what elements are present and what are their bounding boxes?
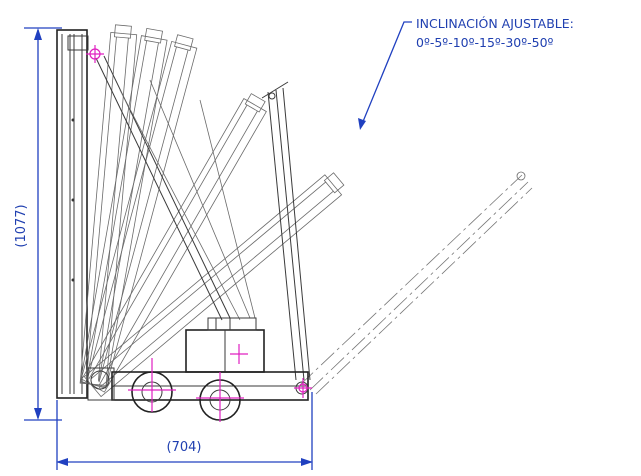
inclination-note-line1: INCLINACIÓN AJUSTABLE: [416, 16, 574, 31]
center-marks [86, 45, 312, 422]
inclination-note-line2: 0º-5º-10º-15º-30º-50º [416, 35, 554, 50]
panel-positions [79, 24, 533, 398]
diagonal-brace [95, 55, 256, 321]
width-dimension-label: (704) [167, 440, 202, 455]
panel-vertical [56, 29, 89, 399]
inclination-callout: INCLINACIÓN AJUSTABLE: 0º-5º-10º-15º-30º… [358, 16, 574, 130]
width-dimension: (704) [56, 392, 313, 470]
height-dimension-label: (1077) [14, 204, 29, 247]
base-chassis [87, 367, 309, 421]
height-dimension: (1077) [14, 27, 62, 421]
motor-housing [185, 317, 265, 373]
rear-strut [261, 81, 311, 381]
